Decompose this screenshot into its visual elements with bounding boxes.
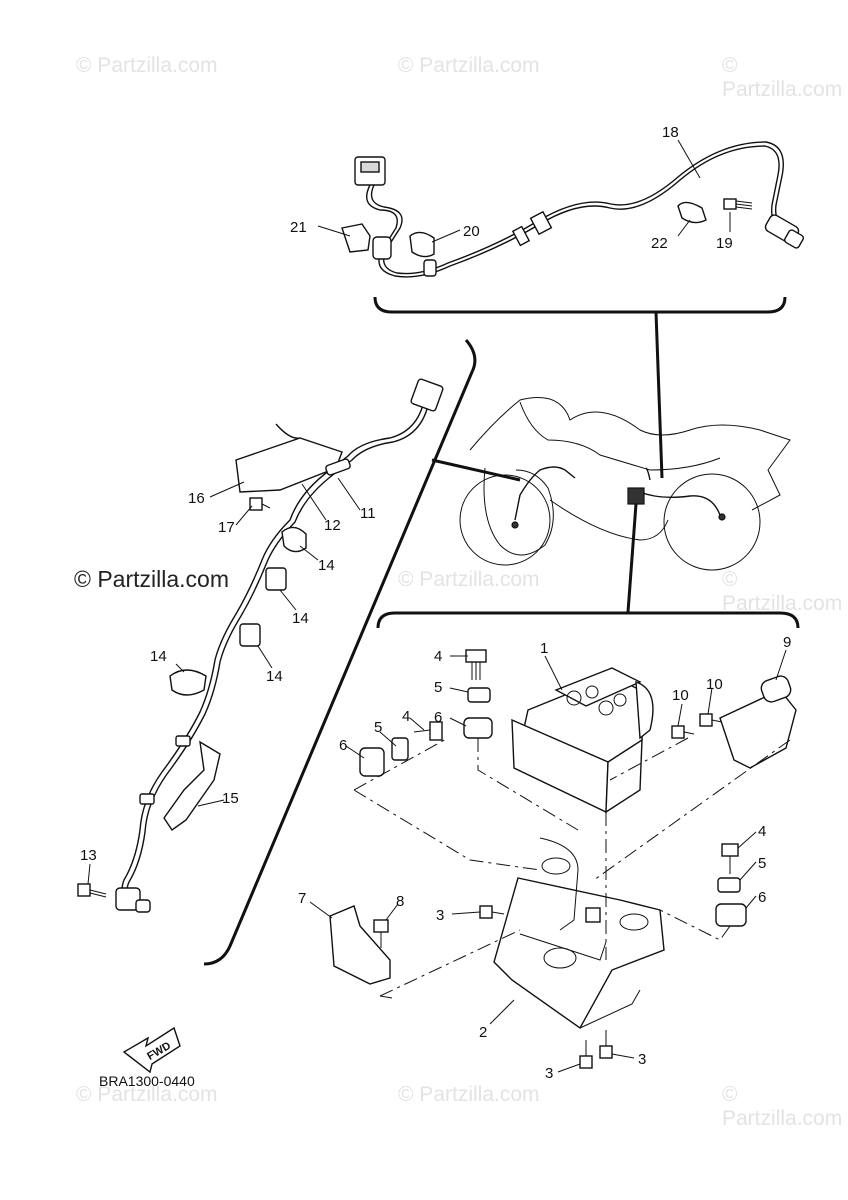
hydraulic-unit-marker bbox=[627, 487, 645, 505]
clamp bbox=[341, 223, 371, 253]
callout: 3 bbox=[638, 1051, 646, 1068]
bolt bbox=[699, 713, 723, 727]
callout: 10 bbox=[706, 676, 723, 693]
front-sensor-connector bbox=[410, 378, 444, 412]
callout: 17 bbox=[218, 519, 235, 536]
bolt bbox=[479, 905, 505, 919]
callout: 22 bbox=[651, 235, 668, 252]
clamp bbox=[409, 231, 435, 258]
callout: 14 bbox=[292, 610, 309, 627]
bolt bbox=[579, 1040, 593, 1069]
collar bbox=[391, 737, 409, 761]
hydraulic-unit bbox=[511, 667, 654, 814]
watermark: © Partzilla.com bbox=[76, 54, 218, 77]
collar bbox=[717, 877, 741, 893]
callout: 14 bbox=[150, 648, 167, 665]
bolt bbox=[413, 721, 443, 741]
watermark: © Partzilla.com bbox=[722, 1083, 843, 1130]
bracket bbox=[235, 437, 343, 493]
callout: 16 bbox=[188, 490, 205, 507]
callout: 5 bbox=[434, 679, 442, 696]
wheel-sensor bbox=[764, 214, 805, 249]
callout-labels: 18 21 20 22 19 16 17 12 11 14 14 14 14 1… bbox=[80, 124, 791, 1082]
callout: 4 bbox=[758, 823, 766, 840]
fwd-arrow: FWD bbox=[122, 1026, 181, 1074]
callout: 1 bbox=[540, 640, 548, 657]
callout: 14 bbox=[318, 557, 335, 574]
clip bbox=[265, 567, 287, 591]
bolt bbox=[373, 919, 389, 948]
callout: 11 bbox=[360, 505, 376, 522]
bolt bbox=[77, 883, 107, 898]
bolt bbox=[599, 1030, 613, 1059]
bolt bbox=[723, 198, 753, 210]
callout: 4 bbox=[402, 708, 410, 725]
watermark: © Partzilla.com bbox=[398, 1083, 540, 1106]
front-wheel bbox=[459, 474, 551, 566]
callout: 6 bbox=[758, 889, 766, 906]
watermark: © Partzilla.com bbox=[722, 54, 843, 101]
callout: 4 bbox=[434, 648, 442, 665]
top-panel bbox=[317, 139, 805, 479]
damper bbox=[359, 747, 385, 777]
front-sensor-cable bbox=[121, 394, 426, 906]
sensor-lead-cable bbox=[366, 145, 781, 278]
callout: 14 bbox=[266, 668, 283, 685]
hydraulic-unit-panel bbox=[309, 611, 800, 1073]
motorcycle-overview bbox=[431, 397, 791, 613]
stay bbox=[329, 905, 391, 985]
callout: 9 bbox=[783, 634, 791, 651]
callout: 19 bbox=[716, 235, 733, 252]
damper bbox=[463, 717, 493, 739]
watermark: © Partzilla.com bbox=[722, 568, 843, 615]
callout: 5 bbox=[758, 855, 766, 872]
callout: 10 bbox=[672, 687, 689, 704]
callout: 3 bbox=[545, 1065, 553, 1082]
stay bbox=[719, 675, 797, 769]
callout: 7 bbox=[298, 890, 306, 907]
callout: 2 bbox=[479, 1024, 487, 1041]
bolt bbox=[249, 497, 271, 511]
watermark: © Partzilla.com bbox=[398, 54, 540, 77]
rear-wheel bbox=[663, 473, 761, 571]
callout: 12 bbox=[324, 517, 341, 534]
callout: 6 bbox=[339, 737, 347, 754]
front-wheel-sensor bbox=[115, 887, 151, 913]
bolt bbox=[465, 649, 487, 680]
stay bbox=[163, 740, 221, 831]
callout: 5 bbox=[374, 719, 382, 736]
callout: 18 bbox=[662, 124, 679, 141]
callout: 15 bbox=[222, 790, 239, 807]
callout: 6 bbox=[434, 709, 442, 726]
clip bbox=[239, 623, 261, 647]
bracket bbox=[493, 837, 665, 1030]
main-watermark: © Partzilla.com bbox=[74, 566, 229, 592]
bolt bbox=[721, 843, 739, 874]
callout: 8 bbox=[396, 893, 404, 910]
watermark: © Partzilla.com bbox=[76, 1083, 218, 1106]
clamp bbox=[677, 201, 707, 224]
callout: 21 bbox=[290, 219, 307, 236]
clip bbox=[169, 669, 207, 696]
callout: 3 bbox=[436, 907, 444, 924]
watermark: © Partzilla.com bbox=[398, 568, 540, 591]
clip bbox=[281, 526, 307, 553]
bolt bbox=[671, 725, 695, 739]
callout: 13 bbox=[80, 847, 97, 864]
left-panel bbox=[77, 339, 477, 966]
callout: 20 bbox=[463, 223, 480, 240]
diagram-code: BRA1300-0440 bbox=[99, 1073, 195, 1089]
collar bbox=[467, 687, 491, 703]
damper bbox=[715, 903, 747, 927]
